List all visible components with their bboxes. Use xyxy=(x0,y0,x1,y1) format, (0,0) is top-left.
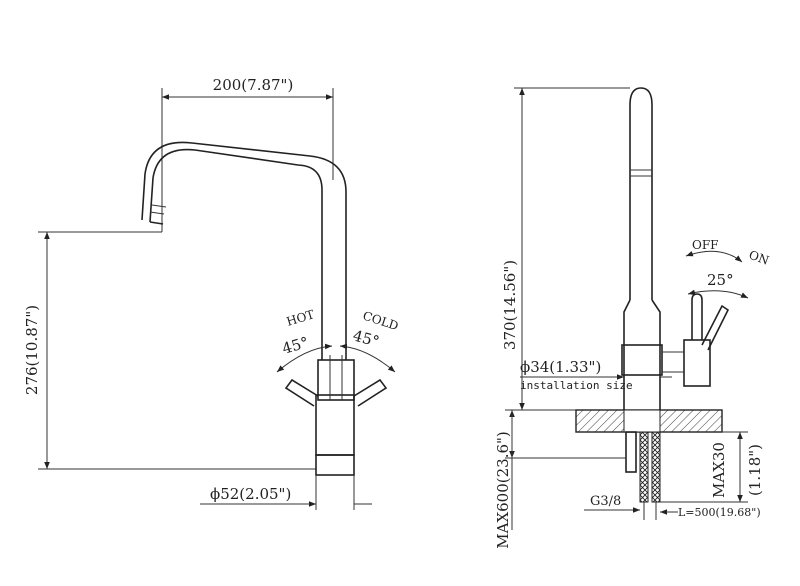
cold-handle xyxy=(353,378,388,407)
front-view: 200(7.87") 276(10.87") xyxy=(23,76,400,510)
deck-max-label: MAX600(23.6") xyxy=(494,431,512,549)
faucet-body xyxy=(315,355,355,476)
shank-max-dimension: MAX30 (1.18") xyxy=(660,431,764,503)
on-label: ON xyxy=(747,248,771,268)
lever-angle-label: 25° xyxy=(707,271,734,289)
thread-label: G3/8 xyxy=(590,494,621,509)
hoses xyxy=(625,431,661,520)
overall-height-label: 370(14.56") xyxy=(501,260,519,350)
height-dimension: 276(10.87") xyxy=(23,231,316,470)
width-dimension: 200(7.87") xyxy=(161,76,334,232)
installation-size-label: installation size xyxy=(520,379,633,392)
spout xyxy=(141,141,347,360)
off-label: OFF xyxy=(692,238,719,252)
cold-angle-label: 45° xyxy=(351,326,381,350)
hole-diameter-label: ϕ34(1.33") xyxy=(520,358,601,376)
hot-angle-label: 45° xyxy=(280,333,311,358)
base-diameter-dimension: ϕ52(2.05") xyxy=(200,475,372,510)
hot-handle xyxy=(284,378,319,407)
hose-length-label: L=500(19.68") xyxy=(678,506,761,519)
deck-max-dimension: MAX600(23.6") xyxy=(494,409,626,549)
hose-labels: G3/8 L=500(19.68") xyxy=(584,494,761,519)
deck-plate xyxy=(575,409,723,433)
hot-label: HOT xyxy=(285,307,316,329)
shank-max-label: MAX30 xyxy=(710,442,728,498)
lever xyxy=(662,293,730,387)
hole-diameter-dimension: ϕ34(1.33") installation size xyxy=(520,358,672,392)
base-diameter-label: ϕ52(2.05") xyxy=(210,485,291,503)
spout-tube xyxy=(621,87,663,410)
shank-max-inch-label: (1.18") xyxy=(746,444,764,496)
height-dimension-label: 276(10.87") xyxy=(23,305,41,395)
width-dimension-label: 200(7.87") xyxy=(213,76,294,94)
side-view: 370(14.56") OFF ON 25° ϕ34(1.33") xyxy=(494,87,771,549)
